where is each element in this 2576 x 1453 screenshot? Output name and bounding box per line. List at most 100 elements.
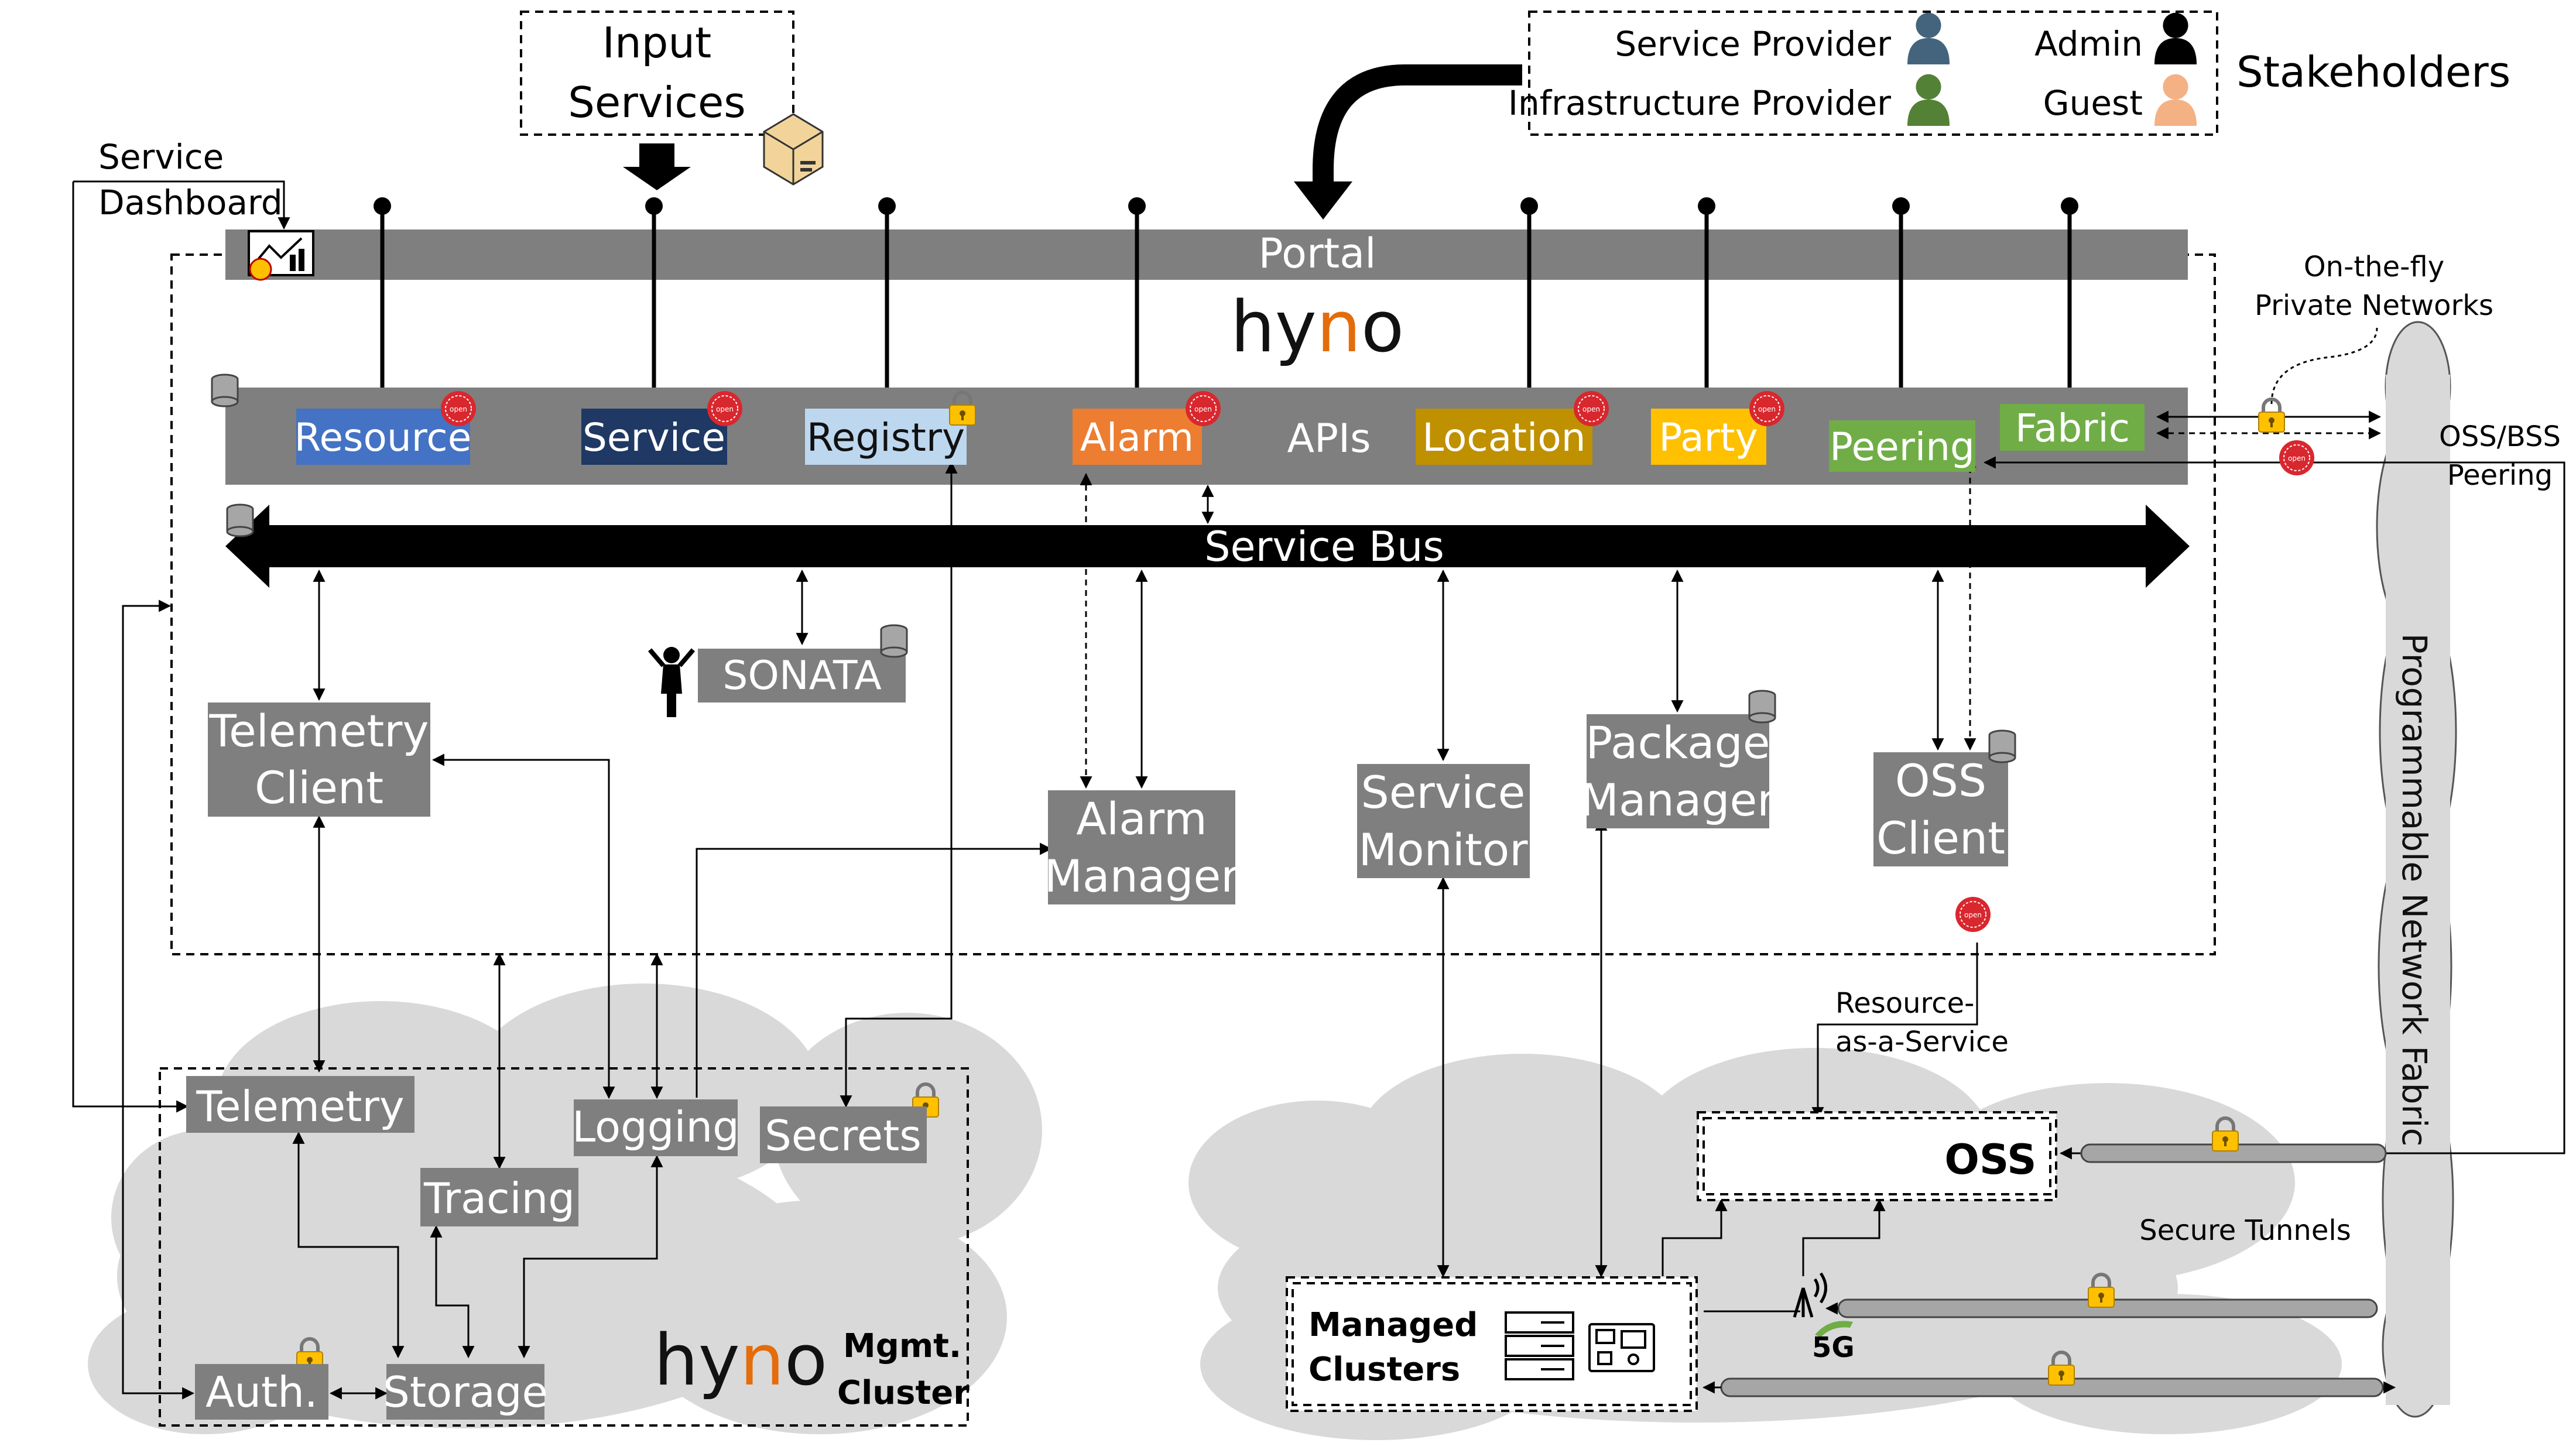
oss-bss-line2: Peering (2447, 459, 2553, 492)
managed-clusters-box[interactable]: Managed Clusters (1286, 1276, 1698, 1412)
api-alarm-label: Alarm (1080, 415, 1194, 460)
secrets-label: Secrets (765, 1111, 922, 1160)
mannequin-icon (648, 647, 696, 717)
secrets-box[interactable]: Secrets (760, 1106, 927, 1163)
api-fabric-label: Fabric (2015, 406, 2130, 451)
apis-label: APIs (1287, 416, 1371, 462)
oss-client-line1: OSS (1895, 755, 1986, 807)
oss-client-database-icon (1988, 729, 2016, 763)
lock-icon (2259, 399, 2284, 432)
sonata-label: SONATA (722, 653, 882, 699)
service-provider-label: Service Provider (1615, 24, 1891, 64)
api-resource[interactable]: Resource (294, 409, 472, 465)
openapi-badge-icon (1573, 390, 1609, 427)
mgmt-hyno-logo: hyno (654, 1320, 828, 1401)
api-location[interactable]: Location (1416, 409, 1592, 465)
boundary-to-auth (122, 599, 195, 1400)
api-fabric[interactable]: Fabric (2000, 404, 2145, 451)
input-arrow (623, 143, 691, 190)
package-manager-line2: Manager (1580, 774, 1776, 826)
api-resource-label: Resource (294, 415, 472, 460)
five-g-label: 5G (1812, 1331, 1855, 1364)
tracing-label: Tracing (423, 1174, 575, 1223)
alarm-manager-line1: Alarm (1076, 793, 1207, 845)
tracing-box[interactable]: Tracing (420, 1168, 578, 1226)
openapi-badge-icon (1749, 390, 1785, 427)
service-monitor-line1: Service (1361, 766, 1526, 818)
telemetry-label: Telemetry (196, 1082, 404, 1131)
service-dashboard-line2: Dashboard (98, 183, 283, 222)
openapi-badge-icon (707, 390, 743, 427)
auth-label: Auth. (205, 1368, 318, 1417)
programmable-fabric-label: Programmable Network Fabric (2395, 633, 2434, 1147)
api-peering-label: Peering (1830, 424, 1975, 470)
api-service-label: Service (583, 415, 725, 460)
oss-box[interactable]: OSS (1697, 1111, 2057, 1201)
hyno-logo: hyno (1231, 287, 1405, 368)
sonata-database-icon (880, 624, 908, 658)
logging-label: Logging (572, 1102, 739, 1152)
managed-clusters-line2: Clusters (1308, 1351, 1460, 1389)
oss-bss-line1: OSS/BSS (2439, 420, 2561, 453)
portal-label: Portal (1258, 229, 1376, 277)
fabric-cloud (2376, 321, 2457, 1418)
telemetry-client-line1: Telemetry (209, 705, 429, 757)
logging-box[interactable]: Logging (572, 1099, 739, 1156)
api-peering[interactable]: Peering (1829, 420, 1975, 472)
raas-line1: Resource- (1835, 987, 1974, 1020)
antenna-icon (1793, 1272, 1827, 1318)
package-icon (763, 113, 824, 186)
api-service[interactable]: Service (581, 409, 727, 465)
admin-label: Admin (2034, 24, 2143, 64)
stakeholders-title: Stakeholders (2236, 47, 2510, 97)
package-manager-box[interactable]: Package Manager (1580, 714, 1776, 828)
openapi-badge-icon (2279, 440, 2315, 476)
infrastructure-provider-label: Infrastructure Provider (1508, 83, 1891, 123)
oss-label: OSS (1944, 1136, 2036, 1184)
package-manager-line1: Package (1585, 717, 1770, 769)
api-registry-label: Registry (807, 415, 965, 460)
secure-tunnels-label: Secure Tunnels (2139, 1214, 2351, 1247)
server-icon (1505, 1311, 1574, 1380)
alarm-manager-line2: Manager (1044, 850, 1239, 902)
stakeholders-arrow (1313, 64, 1522, 187)
input-services-line2: Services (568, 78, 746, 127)
telemetry-client-line2: Client (255, 762, 383, 814)
storage-label: Storage (383, 1368, 548, 1417)
sonata-box[interactable]: SONATA (698, 649, 906, 702)
api-location-label: Location (1422, 415, 1585, 460)
openapi-badge-icon (440, 390, 477, 427)
on-the-fly-line2: Private Networks (2255, 289, 2493, 322)
dashboard-to-telemetry (72, 181, 189, 1113)
api-party[interactable]: Party (1651, 409, 1766, 465)
mgmt-cluster-label-line1: Mgmt. (843, 1327, 961, 1365)
package-manager-database-icon (1748, 690, 1776, 724)
on-the-fly-line1: On-the-fly (2304, 251, 2444, 283)
managed-clusters-line1: Managed (1308, 1306, 1478, 1344)
guest-label: Guest (2043, 83, 2143, 123)
bus-database-icon (226, 503, 254, 537)
portal-connectors (380, 211, 2072, 421)
service-monitor-box[interactable]: Service Monitor (1357, 764, 1530, 878)
telemetry-client-box[interactable]: Telemetry Client (208, 702, 430, 817)
alarm-manager-box[interactable]: Alarm Manager (1044, 790, 1239, 904)
oss-client-box[interactable]: OSS Client (1873, 752, 2008, 866)
telemetry-box[interactable]: Telemetry (186, 1076, 415, 1133)
api-registry[interactable]: Registry (805, 409, 967, 465)
dashboard-line (73, 180, 290, 230)
oss-client-line2: Client (1876, 812, 2005, 864)
openapi-badge-icon (1955, 896, 1991, 933)
storage-box[interactable]: Storage (383, 1364, 548, 1420)
input-services-line1: Input (602, 18, 711, 67)
dashboard-icon (248, 230, 314, 281)
api-database-icon (211, 373, 239, 407)
service-bus-label: Service Bus (1204, 523, 1444, 571)
api-alarm[interactable]: Alarm (1073, 409, 1202, 465)
raas-line2: as-a-Service (1835, 1026, 2009, 1058)
auth-box[interactable]: Auth. (195, 1364, 328, 1420)
input-services-box (520, 11, 794, 136)
portal-bar (225, 229, 2188, 280)
mgmt-cluster-label-line2: Cluster (837, 1374, 970, 1412)
service-bus (225, 505, 2190, 588)
